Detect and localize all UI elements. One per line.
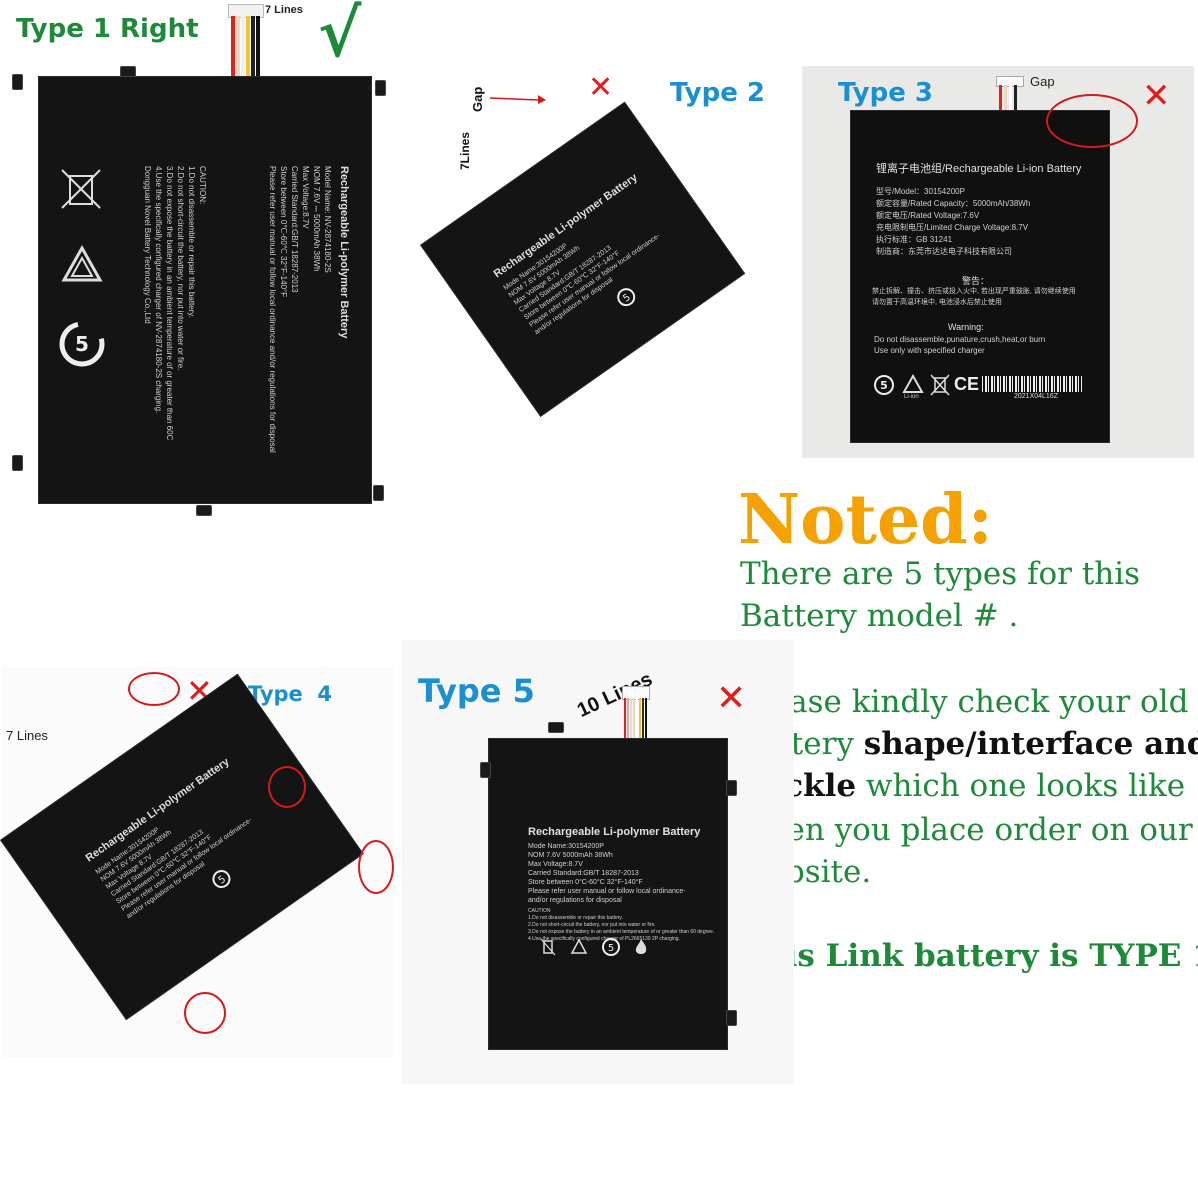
note-p1: Please kindly check your old [740, 684, 1189, 720]
type3-x-icon: ✕ [1142, 76, 1171, 116]
note-p3: buckle which one looks like [740, 768, 1186, 804]
type3-li-ion: Li-ion [904, 394, 919, 400]
note-line2: Battery model # . [740, 598, 1019, 634]
type1-title: Rechargeable Li-polymer Battery [338, 166, 350, 339]
type1-cable [228, 4, 264, 80]
barcode [982, 376, 1082, 392]
type5-caution: CAUTION 1.Do not disassemble or repair t… [528, 908, 715, 942]
crossed-bin-icon [540, 938, 556, 961]
note-final: This Link battery is TYPE 1 [740, 938, 1198, 974]
type1-tab [375, 80, 386, 96]
type3-gap-circle [1046, 94, 1138, 148]
type4-battery: Rechargeable Li-polymer Battery Mode Nam… [0, 673, 364, 1021]
type4-label: Type 4 [248, 682, 333, 706]
type5-cable [620, 686, 650, 740]
type2-arrow-icon [489, 95, 546, 104]
type5-tab [480, 762, 491, 778]
epup-5-icon: 5 [874, 375, 894, 400]
recycle-icon [60, 244, 104, 293]
type2-label: Type 2 [670, 78, 765, 108]
type5-battery: Rechargeable Li-polymer Battery Mode Nam… [488, 738, 728, 1050]
type5-title: Rechargeable Li-polymer Battery [528, 826, 701, 838]
type3-cable [996, 76, 1024, 112]
note-line1: There are 5 types for this [740, 556, 1141, 592]
type4-lines-label: 7 Lines [6, 728, 48, 743]
type3-warning-title: Warning: [948, 322, 984, 332]
type5-label: Type 5 [418, 672, 535, 710]
type1-specs: Model Name: NV-2874180-2S NOM 7.6V ⎓ 500… [268, 166, 332, 453]
type2-x-icon: ✕ [588, 70, 614, 105]
type3-warning-cn: 禁止拆解、撞击、挤压或投入火中, 若出现严重鼓胀, 请勿继续使用 请勿置于高温环… [872, 288, 1076, 306]
note-p2: battery shape/interface and [740, 726, 1198, 762]
note-p4: when you place order on our [740, 812, 1193, 848]
type2-lines-label: 7Lines [458, 131, 472, 170]
type5-tab [726, 780, 737, 796]
type1-tab [12, 74, 23, 90]
type3-specs: 型号/Model：30154200P 额定容量/Rated Capacity：5… [876, 187, 1031, 256]
type1-tab [373, 485, 384, 501]
type4-tab-circle [128, 672, 180, 706]
svg-text:5: 5 [217, 874, 229, 887]
type4-tab-circle [358, 840, 394, 894]
type3-warning-cn-title: 警告： [962, 276, 990, 286]
type4-tab-circle [184, 992, 226, 1034]
type3-barcode-text: 2021X04L16Z [1014, 393, 1058, 400]
type3-gap-label: Gap [1030, 74, 1055, 89]
crossed-bin-icon [930, 374, 950, 401]
type3-title: 锂离子电池组/Rechargeable Li-ion Battery [876, 163, 1082, 175]
type1-maker: Dongguan Novel Battery Technology Co.,Lt… [143, 166, 152, 324]
svg-text:5: 5 [608, 943, 614, 954]
type2-battery: Rechargeable Li-polymer Battery Mode Nam… [420, 101, 746, 418]
type4-tab-circle [268, 766, 306, 808]
epup-5-icon: 5 [614, 285, 642, 314]
crossed-bin-icon [58, 166, 104, 217]
note-title: Noted: [738, 480, 993, 560]
check-icon: √ [318, 0, 362, 72]
type3-battery: 锂离子电池组/Rechargeable Li-ion Battery 型号/Mo… [850, 110, 1110, 443]
svg-text:5: 5 [75, 332, 89, 356]
svg-text:5: 5 [880, 379, 888, 392]
type3-ce: CE [954, 374, 980, 394]
type3-label: Type 3 [838, 78, 933, 108]
type1-label: Type 1 Right [16, 14, 199, 44]
epup-5-icon: 5 [602, 938, 620, 961]
type3-warning: Do not disassemble,punature,crush,heat,o… [874, 335, 1046, 355]
type1-lines-label: 7 Lines [265, 4, 303, 16]
type2-gap-label: Gap [470, 86, 485, 112]
svg-text:5: 5 [621, 292, 633, 305]
type1-battery: Rechargeable Li-polymer Battery Model Na… [38, 76, 372, 504]
type1-caution: CAUTION: 1.Do not disassemble or repair … [154, 166, 207, 441]
recycle-icon [902, 373, 924, 401]
type1-tab [196, 505, 212, 516]
recycle-icon [570, 938, 588, 961]
type5-specs: Mode Name:30154200P NOM 7.6V 5000mAh 38W… [528, 843, 686, 904]
epup-5-icon: 5 [58, 320, 106, 373]
type5-x-icon: ✕ [716, 678, 747, 719]
type5-tab [548, 722, 564, 733]
type1-tab [120, 66, 136, 77]
type1-tab [12, 455, 23, 471]
no-fire-icon [634, 938, 648, 961]
type5-tab [726, 1010, 737, 1026]
epup-5-icon: 5 [209, 867, 237, 896]
